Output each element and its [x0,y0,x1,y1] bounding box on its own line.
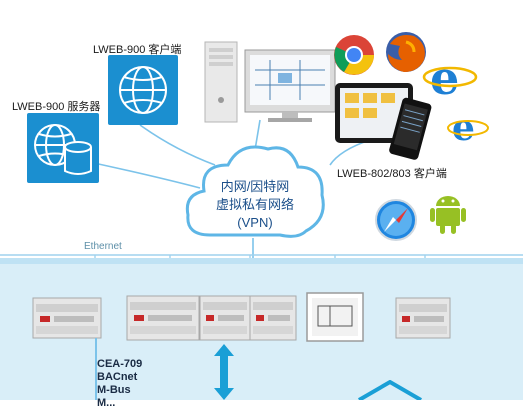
protocol-item: BACnet [97,371,138,383]
partial-chevron-shape [357,380,423,400]
fieldbus-line [95,338,97,400]
controller-devices [32,292,451,342]
controller-2 [126,295,200,341]
controller-5 [395,297,451,339]
cloud-shape [185,145,325,238]
ie-small-icon: e [452,107,475,149]
controller-3 [199,295,251,341]
cloud-line1: 内网/因特网 [220,179,290,194]
tablet-and-phone [335,83,432,160]
globe-icon [119,66,167,114]
desktop-computer [204,41,336,123]
server-label: LWEB-900 服务器 [12,101,101,113]
protocol-item: M... [97,397,116,409]
cloud-label: 内网/因特网 虚拟私有网络 (VPN) [185,178,325,232]
chrome-icon [334,35,374,75]
safari-icon [375,199,417,241]
line-pc-cloud [254,119,261,151]
line-client900-cloud [139,124,216,166]
bus-top-strip [0,258,523,264]
ie-small-ring [447,120,489,136]
cloud-line2: 虚拟私有网络 [215,197,294,212]
globe-database-icon [34,124,92,175]
ie-icon: e [430,51,460,105]
protocol-item: CEA-709 [97,358,143,370]
touch-panel [306,292,364,342]
double-arrow-icon [214,344,234,400]
protocol-list: CEA-709 BACnet M-Bus M... [97,358,142,410]
controller-4 [249,295,297,341]
android-icon [430,196,466,234]
firefox-icon [386,32,426,72]
client900-tile [108,55,178,125]
protocol-item: M-Bus [97,384,131,396]
client900-label: LWEB-900 客户端 [93,44,182,56]
ethernet-label: Ethernet [84,241,122,252]
server-tile [27,113,99,183]
ie-ring [422,66,478,88]
client802-label: LWEB-802/803 客户端 [337,168,447,180]
controller-1 [32,297,102,339]
cloud-line3: (VPN) [237,215,273,230]
database-icon [64,141,92,175]
